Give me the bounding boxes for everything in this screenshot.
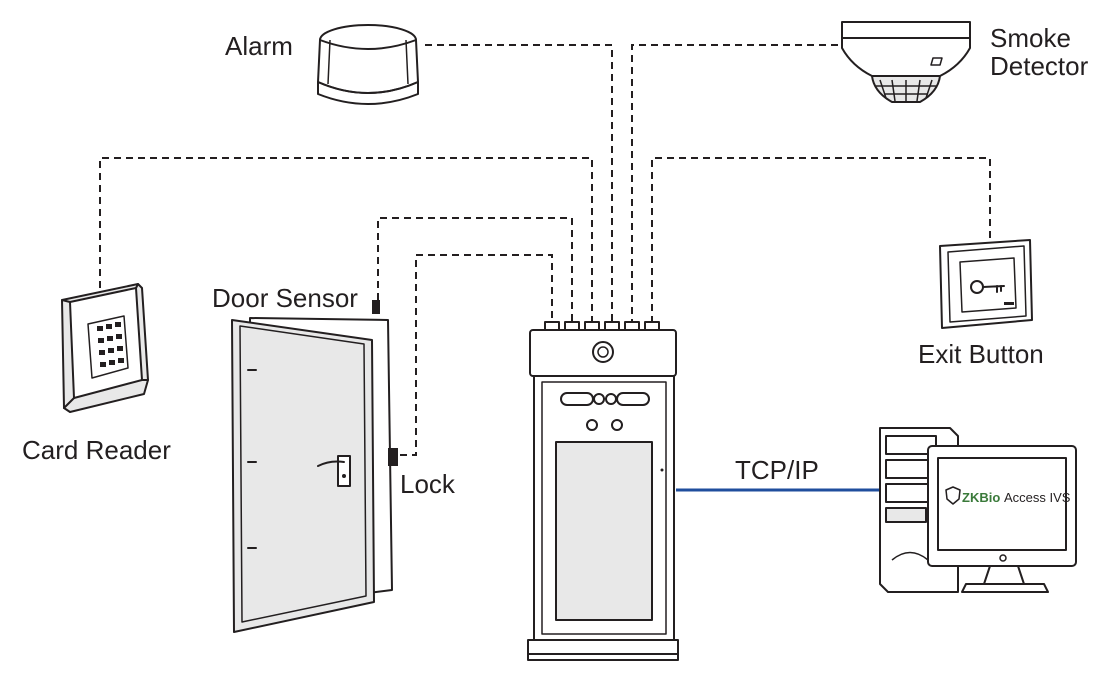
card-reader-keypad xyxy=(97,322,124,367)
label-alarm: Alarm xyxy=(225,31,293,61)
alarm-icon xyxy=(317,24,419,105)
smoke-detector-icon xyxy=(841,21,971,103)
label-tcp-ip: TCP/IP xyxy=(735,455,819,485)
door-icon xyxy=(231,300,398,633)
wire-lock xyxy=(400,254,553,456)
label-card-reader: Card Reader xyxy=(22,435,171,465)
computer-screen xyxy=(937,457,1067,551)
wire-smoke-detector xyxy=(631,44,838,328)
label-smoke-detector-line1: Smoke xyxy=(990,23,1071,53)
label-exit-button: Exit Button xyxy=(918,339,1044,369)
exit-button-icon xyxy=(939,239,1033,329)
label-lock: Lock xyxy=(400,469,455,499)
screen-brand-text: ZKBio xyxy=(962,490,1000,505)
card-reader-icon xyxy=(61,283,149,413)
computer-icon xyxy=(879,427,1077,593)
shield-icon xyxy=(945,486,961,505)
label-smoke-detector-line2: Detector xyxy=(990,51,1089,81)
wiring-lines xyxy=(99,44,991,456)
lock-device xyxy=(388,448,398,466)
screen-product-text: Access IVS xyxy=(1004,490,1071,505)
terminal-device-icon xyxy=(527,321,679,661)
door-sensor-device xyxy=(372,300,380,314)
wire-alarm xyxy=(425,44,613,328)
wire-card-reader xyxy=(99,157,593,328)
terminal-screen xyxy=(555,441,653,621)
wire-exit-button xyxy=(651,157,991,328)
wire-door-sensor xyxy=(377,217,573,328)
label-door-sensor: Door Sensor xyxy=(212,283,358,313)
